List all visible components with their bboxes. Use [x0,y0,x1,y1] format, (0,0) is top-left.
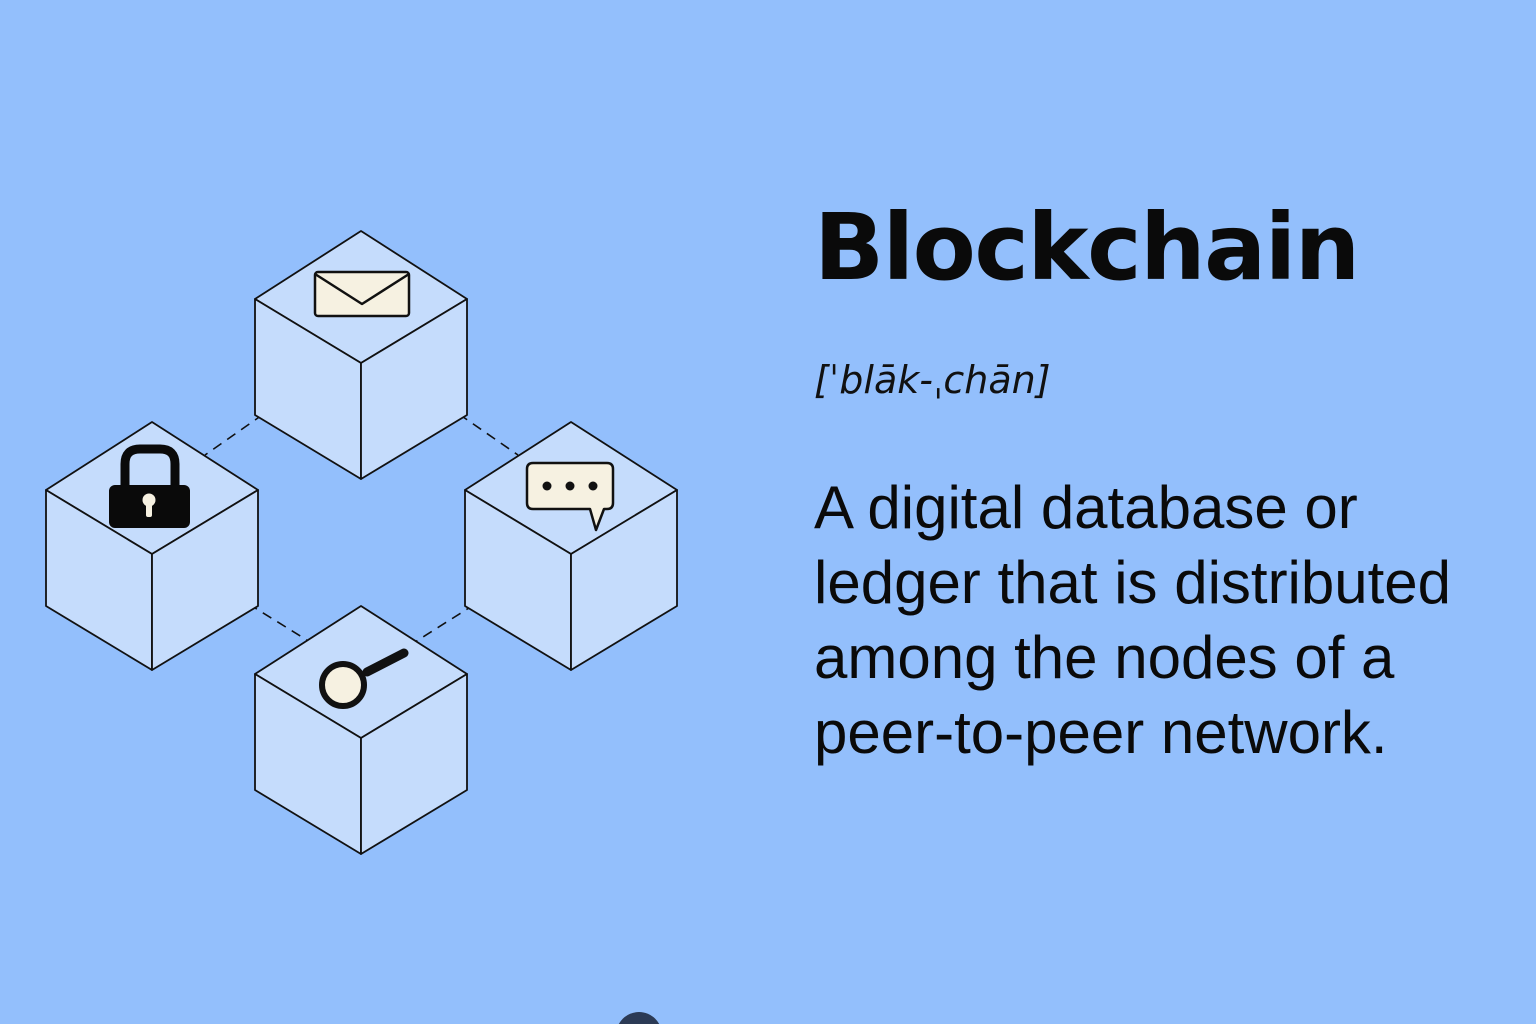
magnifying-glass-icon [319,648,409,709]
definition-text: A digital database or ledger that is dis… [814,470,1514,770]
chat-bubble-icon [525,461,615,532]
definition-line: peer-to-peer network. [814,699,1388,766]
cube-right [464,421,678,671]
cube-left [45,421,259,671]
definition-line: among the nodes of a [814,624,1395,691]
cube-top [254,230,468,480]
cube-bottom [254,605,468,855]
envelope-icon [313,270,411,318]
definition-line: ledger that is distributed [814,549,1452,616]
blockchain-network-diagram [45,230,678,855]
term-title: Blockchain [814,194,1360,301]
padlock-icon [109,444,190,528]
definition-line: A digital database or [814,474,1358,541]
brand-logo-icon [616,1012,662,1024]
pronunciation: [ˈblāk-ˌchān] [814,358,1051,402]
